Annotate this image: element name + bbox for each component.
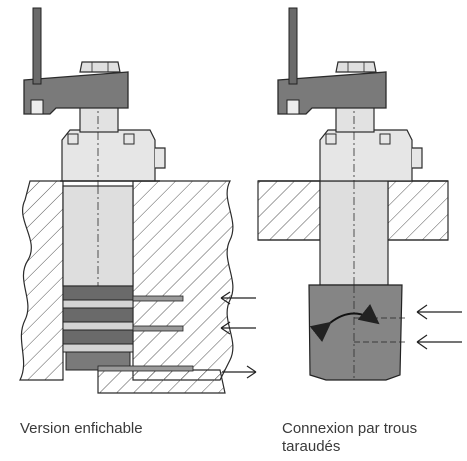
caption-threaded-connection: Connexion par trous taraudés [282, 420, 418, 455]
housing-left-section [257, 180, 321, 241]
outlet-arrow-icon [222, 365, 257, 379]
base-plate-section [97, 369, 226, 394]
inlet-arrow-icon [416, 304, 462, 320]
clamp-arm [23, 71, 129, 115]
inlet-arrow-icon [220, 321, 256, 335]
oil-port [132, 295, 184, 302]
housing-right-section [132, 180, 234, 381]
housing-right-section [387, 180, 449, 241]
clamp-arm [277, 71, 387, 115]
oil-port [132, 325, 184, 332]
threaded-cartridge [308, 284, 403, 381]
cartridge-seals [62, 285, 134, 371]
plug-in-version-drawing [19, 7, 257, 394]
clamp-nut [335, 61, 377, 73]
oil-port [97, 365, 194, 372]
inlet-arrow-icon [416, 334, 462, 350]
flange [319, 129, 413, 182]
pressure-bolt [32, 7, 42, 85]
inlet-arrow-icon [220, 291, 256, 305]
flange [61, 129, 156, 182]
caption-plug-in-version: Version enfichable [20, 420, 143, 437]
clamp-nut [79, 61, 121, 73]
threaded-connection-drawing [257, 7, 462, 381]
pressure-bolt [288, 7, 298, 85]
rotation-icon [309, 303, 380, 343]
housing-left-section [19, 180, 64, 381]
